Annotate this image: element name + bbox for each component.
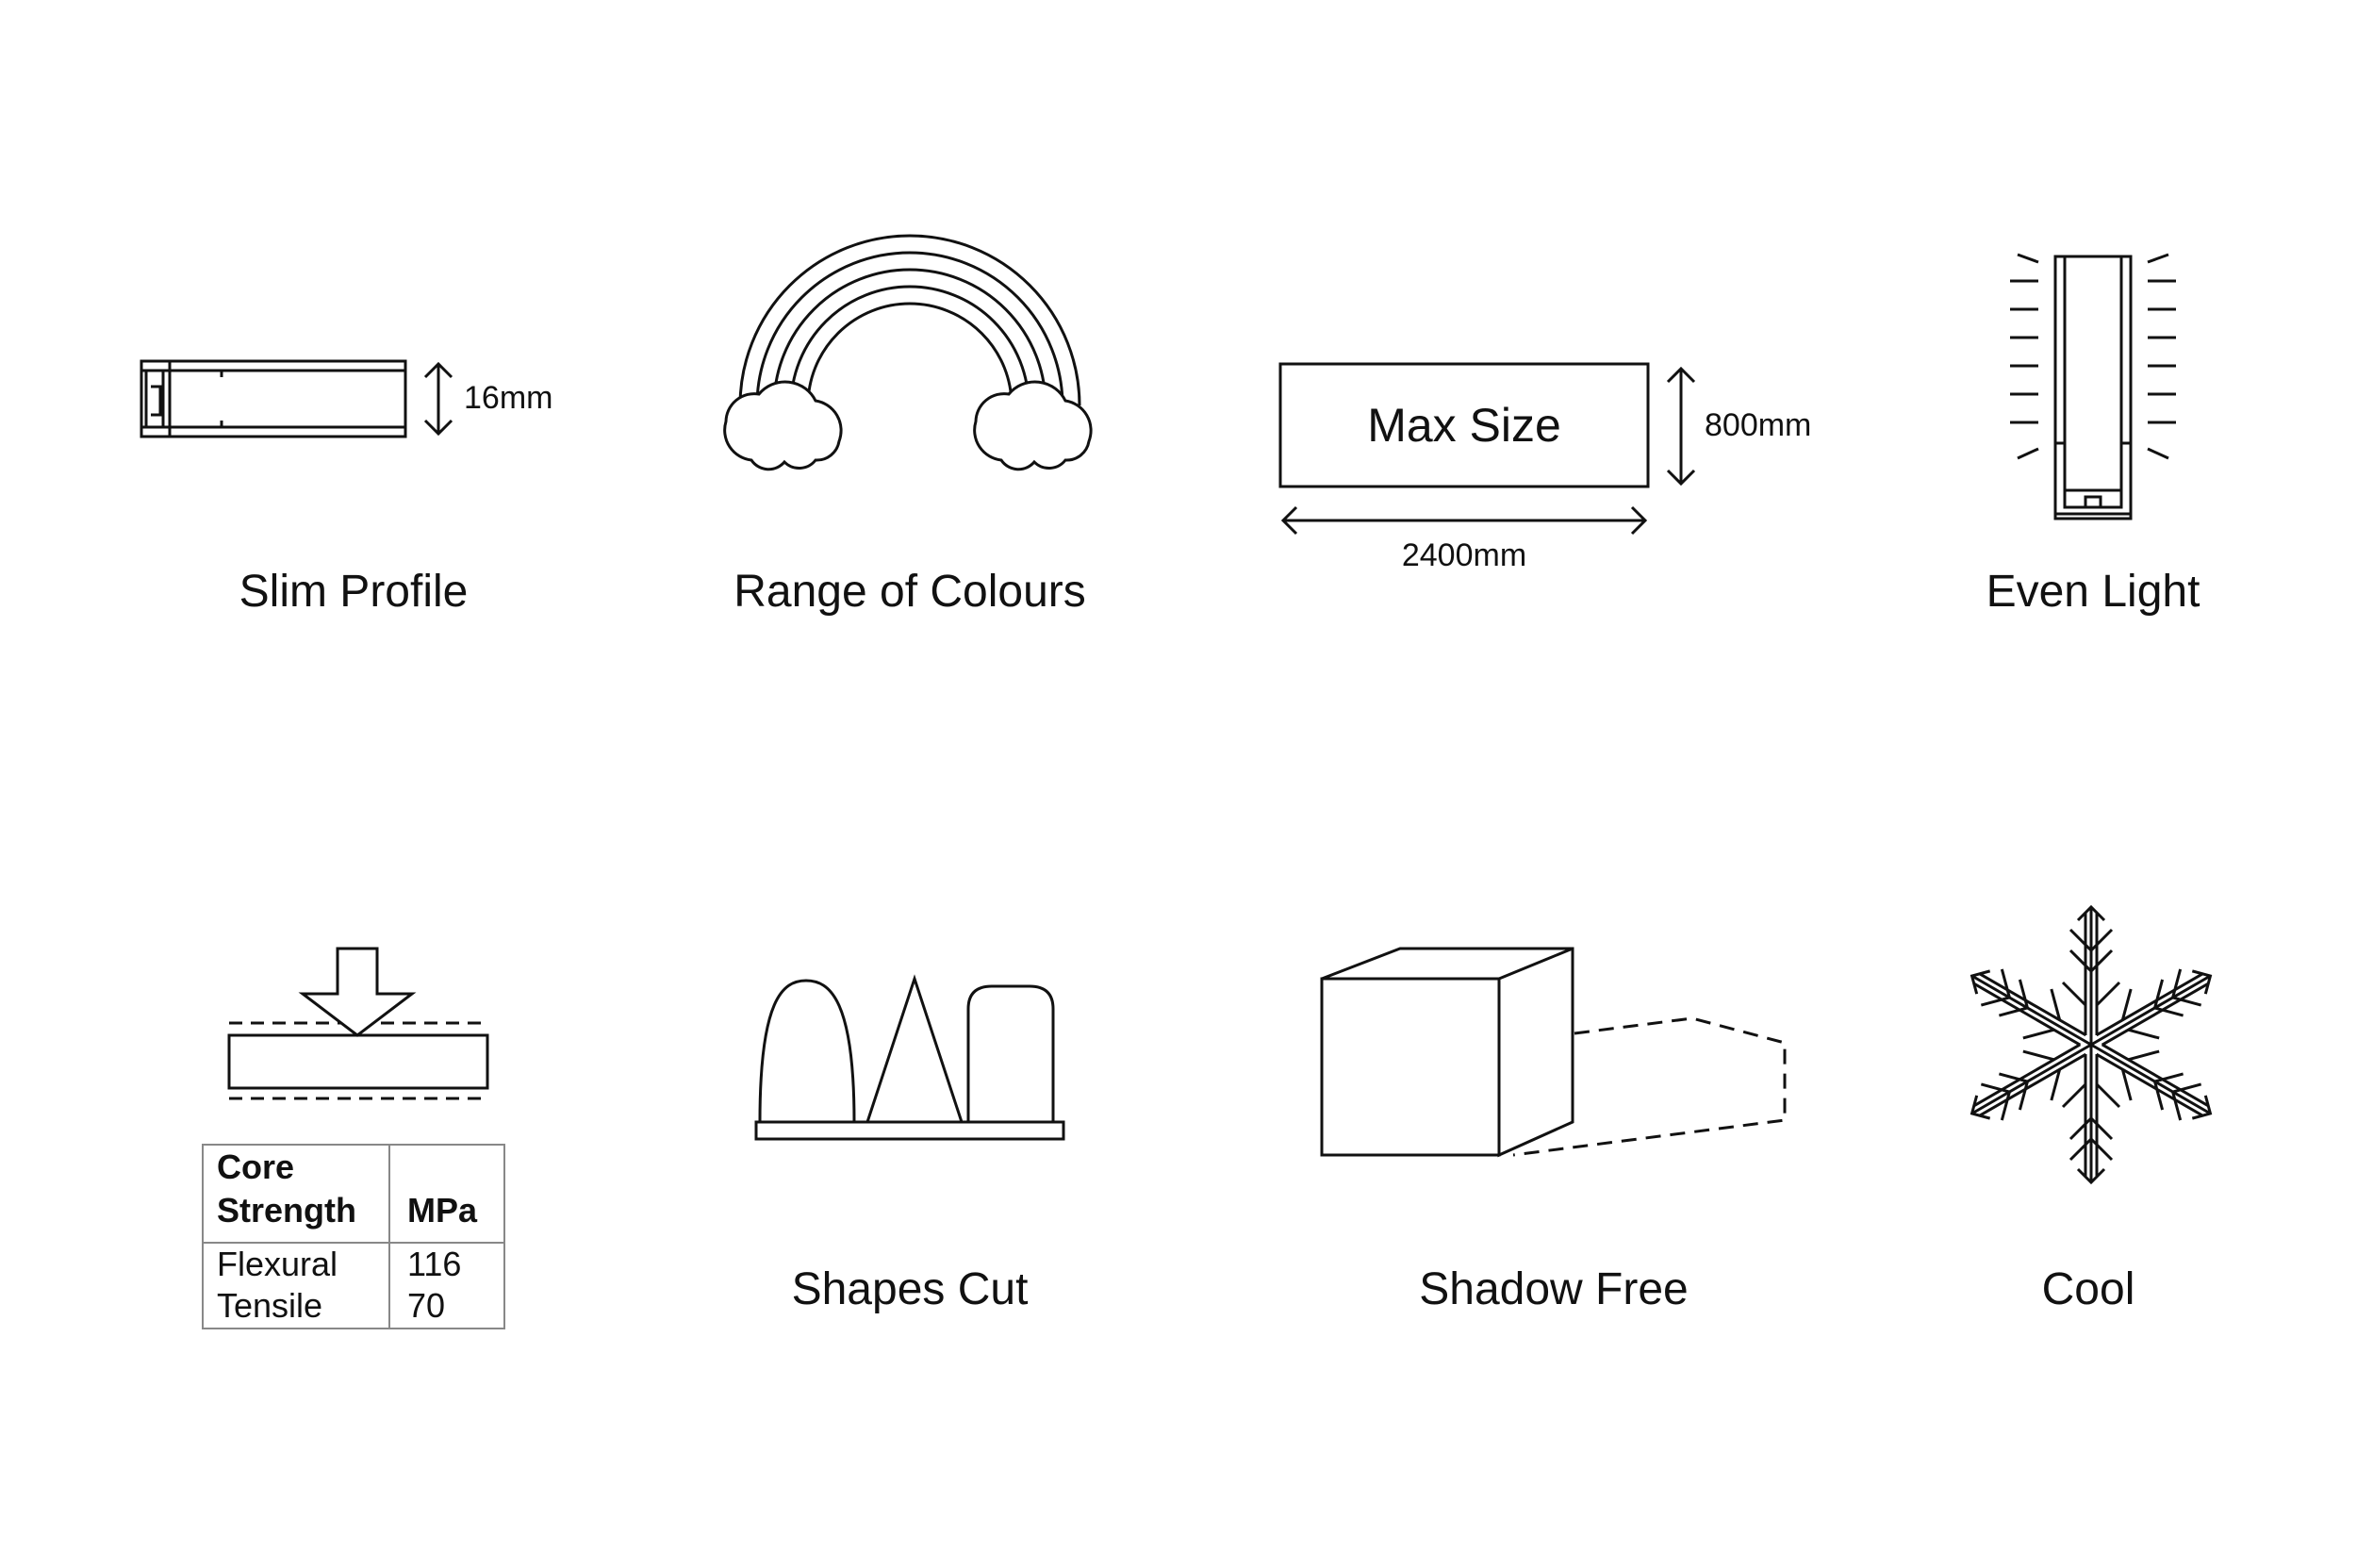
rainbow-icon <box>723 234 1093 471</box>
table-header-strength: Strength <box>217 1191 356 1230</box>
caption-cool: Cool <box>2041 1264 2135 1314</box>
max-width-label: 2400mm <box>1401 537 1527 573</box>
table-header-mpa: MPa <box>407 1191 478 1230</box>
table-header-core: Core <box>217 1147 295 1186</box>
max-height-label: 800mm <box>1705 407 1812 443</box>
profile-thickness-label: 16mm <box>464 380 553 416</box>
pressure-arrow-icon <box>227 947 489 1100</box>
cube-icon <box>1320 947 1787 1158</box>
strength-table-grid <box>202 1144 505 1329</box>
table-row-tensile-name: Tensile <box>217 1286 323 1325</box>
caption-slim-profile: Slim Profile <box>239 567 469 617</box>
profile-section-icon <box>140 359 453 438</box>
table-row-flexural-name: Flexural <box>217 1245 338 1283</box>
caption-shapes-cut: Shapes Cut <box>791 1264 1029 1314</box>
max-size-label: Max Size <box>1367 399 1561 452</box>
table-row-flexural-value: 116 <box>407 1245 462 1283</box>
snowflake-icon <box>1956 904 2226 1184</box>
caption-range-of-colours: Range of Colours <box>733 567 1086 617</box>
caption-shadow-free: Shadow Free <box>1419 1264 1689 1314</box>
cut-shapes-icon <box>754 974 1065 1141</box>
caption-even-light: Even Light <box>1986 567 2200 617</box>
light-panel-icon <box>2010 253 2176 520</box>
size-rectangle-icon <box>1278 362 1696 536</box>
table-row-tensile-value: 70 <box>407 1286 446 1325</box>
